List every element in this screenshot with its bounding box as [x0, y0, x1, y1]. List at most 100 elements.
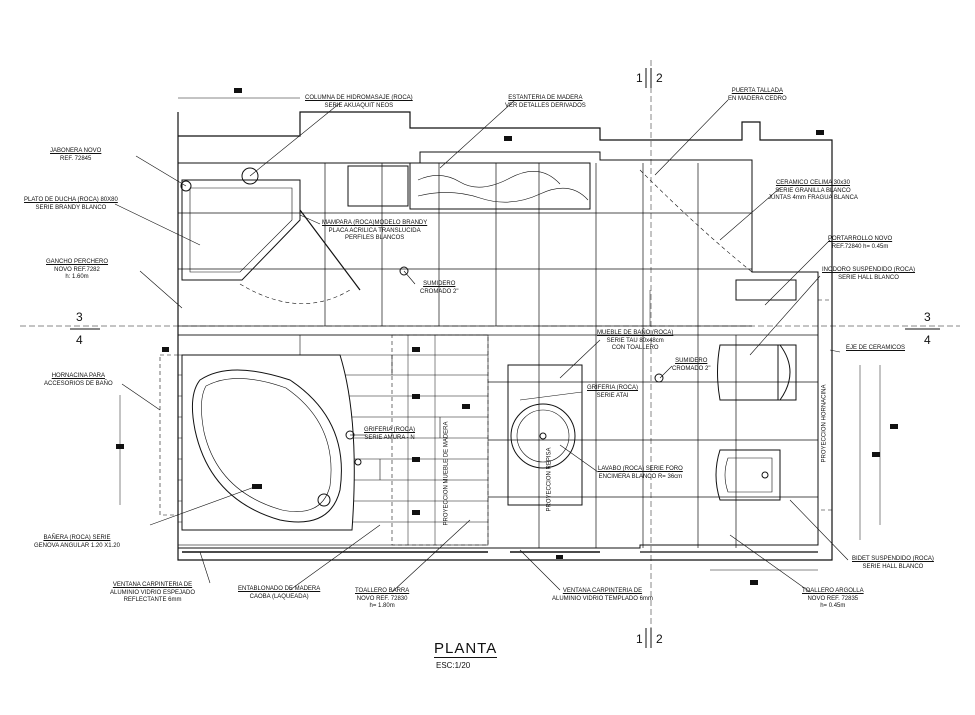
label-line: JABONERA NOVO	[50, 148, 102, 154]
section-mark-right-4: 4	[924, 333, 931, 347]
label-eje: EJE DE CERAMICOS	[846, 345, 905, 353]
section-mark-left-3: 3	[76, 310, 83, 324]
label-line: h= 0.45m	[820, 603, 846, 609]
label-ventana-2: VENTANA CARPINTERIA DE ALUMINIO VIDRIO T…	[552, 588, 653, 603]
label-line: SUMIDERO	[423, 281, 456, 287]
label-line: NOVO REF.7282	[54, 266, 100, 273]
label-griferia-1: GRIFERIA (ROCA) SERIE ATAI	[587, 385, 638, 400]
label-line: PUERTA TALLADA	[731, 88, 783, 94]
label-toallero-argolla: TOALLERO ARGOLLA NOVO REF. 72835 h= 0.45…	[802, 588, 864, 611]
shower-tray	[181, 179, 301, 281]
toilet	[717, 344, 791, 401]
plan-scale: ESC:1/20	[436, 661, 471, 670]
label-banera: BAÑERA (ROCA) SERIE GENOVA ANGULAR 1.20 …	[34, 535, 120, 550]
label-line: SERIE HALL BLANCO	[838, 274, 899, 281]
label-line: ENTABLONADO DE MADERA	[238, 586, 321, 592]
label-line: REF.72840 h= 0.45m	[831, 243, 889, 250]
section-mark-left-4: 4	[76, 333, 83, 347]
label-line: SERIE ATAI	[596, 392, 629, 399]
label-line: BAÑERA (ROCA) SERIE	[43, 535, 111, 541]
label-line: JUNTAS 4mm FRAGUA BLANCA	[768, 195, 858, 201]
label-line: GRIFERIA (ROCA)	[587, 385, 639, 391]
label-inodoro: INODORO SUSPENDIDO (ROCA) SERIE HALL BLA…	[822, 267, 915, 282]
label-line: VENTANA CARPINTERIA DE	[562, 588, 643, 594]
label-line: SUMIDERO	[675, 358, 708, 364]
label-line: SERIE GRANILLA BLANCO	[775, 187, 851, 194]
label-line: PLATO DE DUCHA (ROCA) 80X80	[24, 197, 118, 203]
label-portarrollo: PORTARROLLO NOVO REF.72840 h= 0.45m	[828, 236, 892, 251]
label-line: MAMPARA (ROCA)MODELO BRANDY	[322, 220, 428, 226]
label-line: ENCIMERA BLANCO R= 36cm	[598, 473, 683, 480]
label-toallero-barra: TOALLERO BARRA NOVO REF. 72830 h= 1.80m	[355, 588, 409, 611]
door-swing	[639, 169, 753, 273]
label-line: PERFILES BLANCOS	[344, 235, 405, 241]
label-line: SERIE AKUAQUIT NEOS	[324, 102, 394, 109]
label-line: NOVO REF. 72830	[356, 595, 408, 602]
label-line: SERIE BRANDY BLANCO	[35, 204, 107, 211]
leader-lines	[114, 99, 849, 593]
label-line: SERIE HALL BLANCO	[862, 563, 924, 570]
label-line: VER DETALLES DERIVADOS	[505, 102, 586, 109]
label-line: EJE DE CERAMICOS	[846, 345, 906, 351]
inner-wall	[178, 151, 819, 549]
label-proyeccion-hornacina: PROYECCION HORNACINA	[821, 384, 828, 463]
label-estanteria: ESTANTERIA DE MADERA VER DETALLES DERIVA…	[505, 95, 586, 110]
label-proyeccion-mueble: PROYECCION MUEBLE DE MADERA	[443, 421, 450, 526]
label-lavabo: LAVABO (ROCA) SERIE FORO ENCIMERA BLANCO…	[598, 466, 683, 481]
label-line: h: 1.60m	[65, 274, 89, 280]
label-line: NOVO REF. 72835	[807, 595, 859, 602]
label-jabonera: JABONERA NOVO REF. 72845	[50, 148, 101, 163]
label-puerta: PUERTA TALLADA EN MADERA CEDRO	[728, 88, 787, 103]
drain-2	[654, 373, 664, 383]
label-mueble: MUEBLE DE BAÑO (ROCA) SERIE TAU 80x48cm …	[597, 330, 673, 353]
label-line: CROMADO 2"	[420, 288, 459, 295]
drain-1	[399, 266, 409, 276]
shower-screen	[299, 209, 361, 291]
label-mampara: MAMPARA (ROCA)MODELO BRANDY PLACA ACRILI…	[322, 220, 427, 243]
vanity	[507, 364, 583, 506]
label-line: CON TOALLERO	[611, 345, 659, 351]
label-line: VENTANA CARPINTERIA DE	[112, 582, 193, 588]
label-griferia-2: GRIFERIA (ROCA) SERIE AMURA - N	[364, 427, 415, 442]
label-line: LAVABO (ROCA) SERIE FORO	[598, 466, 683, 472]
label-entablonado: ENTABLONADO DE MADERA CAOBA (LAQUEADA)	[238, 586, 320, 601]
label-hornacina: HORNACINA PARA ACCESORIOS DE BAÑO	[44, 373, 113, 388]
label-gancho: GANCHO PERCHERO NOVO REF.7282 h: 1.60m	[46, 259, 108, 282]
label-line: CERAMICO CELIMA 30x30	[775, 180, 850, 186]
shelf	[409, 162, 591, 210]
label-line: PLACA ACRILICA TRANSLUCIDA	[328, 227, 421, 234]
label-line: ESTANTERIA DE MADERA	[508, 95, 583, 101]
label-sumidero-1: SUMIDERO CROMADO 2"	[420, 281, 458, 296]
label-line: GENOVA ANGULAR 1.20 X1.20	[34, 542, 120, 549]
label-line: GRIFERIA (ROCA)	[364, 427, 416, 433]
label-line: MUEBLE DE BAÑO (ROCA)	[597, 330, 674, 336]
label-columna: COLUMNA DE HIDROMASAJE (ROCA) SERIE AKUA…	[305, 95, 413, 110]
section-mark-right-3: 3	[924, 310, 931, 324]
plan-title: PLANTA	[434, 640, 498, 658]
label-line: TOALLERO ARGOLLA	[802, 588, 864, 594]
label-line: ACCESORIOS DE BAÑO	[44, 380, 113, 387]
dimension-lines	[119, 97, 881, 571]
label-line: CAOBA (LAQUEADA)	[249, 593, 309, 600]
mirror-box	[347, 165, 409, 207]
section-mark-bottom-2: 2	[656, 632, 663, 646]
label-line: PORTARROLLO NOVO	[828, 236, 893, 242]
label-line: REFLECTANTE 6mm	[123, 597, 182, 603]
label-line: EN MADERA CEDRO	[728, 95, 787, 102]
label-plato: PLATO DE DUCHA (ROCA) 80X80 SERIE BRANDY…	[24, 197, 118, 212]
label-line: ALUMINIO VIDRIO ESPEJADO	[110, 589, 196, 596]
label-line: TOALLERO BARRA	[355, 588, 410, 594]
label-line: h= 1.80m	[369, 603, 395, 609]
section-mark-top-2: 2	[656, 71, 663, 85]
label-line: COLUMNA DE HIDROMASAJE (ROCA)	[305, 95, 413, 101]
label-line: ALUMINIO VIDRIO TEMPLADO 6mm	[552, 595, 653, 602]
label-bidet: BIDET SUSPENDIDO (ROCA) SERIE HALL BLANC…	[852, 556, 934, 571]
label-line: SERIE AMURA - N	[364, 434, 415, 441]
section-mark-bottom-1: 1	[636, 632, 643, 646]
section-mark-top-1: 1	[636, 71, 643, 85]
label-line: GANCHO PERCHERO	[46, 259, 109, 265]
shower-hydro-column	[241, 167, 259, 185]
label-line: HORNACINA PARA	[51, 373, 105, 379]
label-sumidero-2: SUMIDERO CROMADO 2"	[672, 358, 710, 373]
label-ventana-1: VENTANA CARPINTERIA DE ALUMINIO VIDRIO E…	[110, 582, 195, 605]
